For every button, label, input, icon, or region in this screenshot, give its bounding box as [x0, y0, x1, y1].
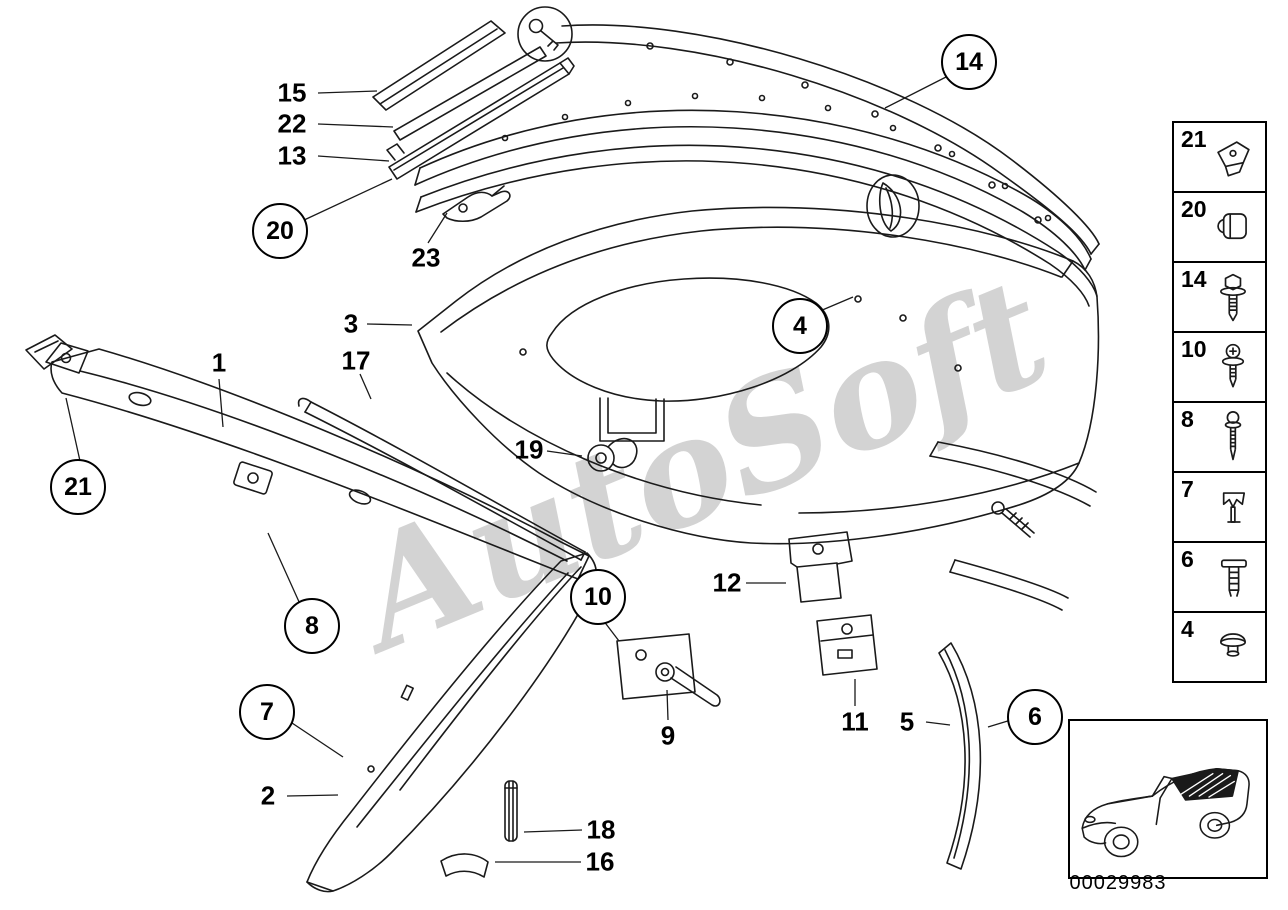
- blind-plug-icon: [1220, 633, 1246, 657]
- callout-18[interactable]: 18: [586, 814, 616, 845]
- vehicle-thumbnail: [1068, 719, 1268, 879]
- tapping-screw-icon: [1224, 411, 1242, 461]
- hex-screw-icon: [1220, 273, 1246, 322]
- legend-item-10[interactable]: 10: [1172, 331, 1267, 403]
- legend-item-label: 4: [1181, 616, 1194, 642]
- callout-20[interactable]: 20: [252, 203, 308, 259]
- latch-part: [442, 185, 511, 223]
- fastener-legend: 21 20 14: [1172, 121, 1267, 683]
- callout-7[interactable]: 7: [239, 684, 295, 740]
- callout-5[interactable]: 5: [899, 706, 915, 737]
- pin-18: [504, 780, 518, 842]
- legend-item-6[interactable]: 6: [1172, 541, 1267, 613]
- legend-item-label: 10: [1181, 336, 1207, 362]
- expansion-rivet-icon: [1220, 559, 1247, 597]
- legend-item-20[interactable]: 20: [1172, 191, 1267, 263]
- legend-item-14[interactable]: 14: [1172, 261, 1267, 333]
- callout-8[interactable]: 8: [284, 598, 340, 654]
- legend-item-label: 8: [1181, 406, 1194, 432]
- callout-10[interactable]: 10: [570, 569, 626, 625]
- curved-strip-5: [938, 642, 982, 870]
- callout-19[interactable]: 19: [514, 434, 544, 465]
- legend-item-label: 7: [1181, 476, 1194, 502]
- callout-4[interactable]: 4: [772, 298, 828, 354]
- pillar-seal: [297, 397, 586, 561]
- windscreen-header-trim: [25, 334, 590, 580]
- sheet-clip-icon: [1217, 213, 1247, 240]
- legend-item-label: 6: [1181, 546, 1194, 572]
- leaf-symbol-icon: [866, 174, 920, 238]
- callout-14[interactable]: 14: [941, 34, 997, 90]
- rear-trim-panel: [417, 206, 1100, 545]
- callout-23[interactable]: 23: [411, 242, 441, 273]
- mounting-clip-icon: [1217, 141, 1250, 177]
- legend-item-7[interactable]: 7: [1172, 471, 1267, 543]
- callout-22[interactable]: 22: [277, 108, 307, 139]
- callout-13[interactable]: 13: [277, 140, 307, 171]
- torx-screw-icon: [1221, 343, 1245, 388]
- legend-item-21[interactable]: 21: [1172, 121, 1267, 193]
- bracket-11: [816, 614, 878, 676]
- bracket-9: [616, 633, 721, 707]
- legend-item-4[interactable]: 4: [1172, 611, 1267, 683]
- callout-1[interactable]: 1: [211, 347, 227, 378]
- callout-2[interactable]: 2: [260, 780, 276, 811]
- drawing-number: 00029983: [1069, 872, 1167, 894]
- retaining-clip-icon: [1222, 492, 1246, 523]
- callout-15[interactable]: 15: [277, 77, 307, 108]
- legend-item-label: 14: [1181, 266, 1207, 292]
- legend-item-label: 20: [1181, 196, 1207, 222]
- leader-lines: [65, 75, 1012, 863]
- roof-seal-strips: [414, 24, 1100, 307]
- a-pillar-trim: [306, 552, 598, 893]
- callout-9[interactable]: 9: [660, 720, 676, 751]
- trim-strips: [372, 20, 575, 180]
- legend-item-8[interactable]: 8: [1172, 401, 1267, 473]
- legend-item-label: 21: [1181, 126, 1207, 152]
- callout-21[interactable]: 21: [50, 459, 106, 515]
- callout-11[interactable]: 11: [841, 706, 869, 737]
- callout-16[interactable]: 16: [585, 846, 615, 877]
- grommet-part: [587, 437, 638, 472]
- sill-strip-and-screw: [929, 441, 1097, 611]
- bracket-12: [788, 531, 853, 603]
- wedge-16: [440, 853, 489, 878]
- callout-3[interactable]: 3: [343, 308, 359, 339]
- callout-17[interactable]: 17: [341, 345, 371, 376]
- key-symbol-icon: [517, 6, 573, 62]
- car-sketch-icon: [1081, 767, 1250, 858]
- callout-6[interactable]: 6: [1007, 689, 1063, 745]
- callout-12[interactable]: 12: [712, 567, 742, 598]
